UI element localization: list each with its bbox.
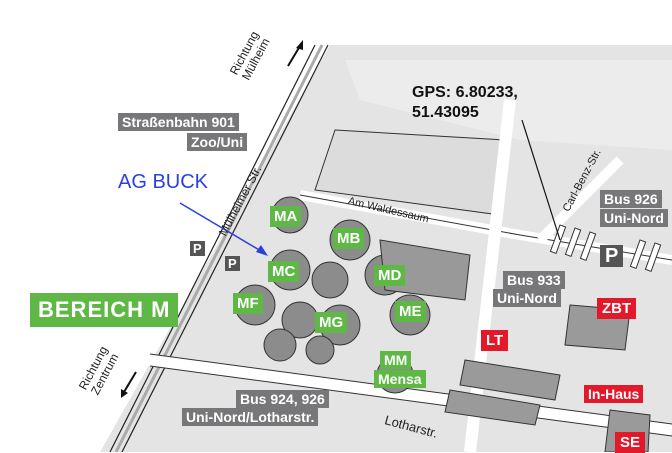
area-label: BEREICH M bbox=[30, 293, 179, 327]
ag-buck-arrow bbox=[179, 202, 267, 255]
building-md[interactable]: MD bbox=[374, 265, 406, 286]
road-edge bbox=[109, 44, 316, 452]
ag-buck-label: AG BUCK bbox=[118, 171, 209, 193]
building-se[interactable]: SE bbox=[615, 432, 646, 453]
tram-stop-line1: Straßenbahn 901 bbox=[118, 113, 239, 131]
bus933-line1: Bus 933 bbox=[503, 271, 565, 289]
parking-icon: P bbox=[190, 241, 205, 256]
building-in-haus[interactable]: In-Haus bbox=[584, 385, 644, 403]
arrow-south-icon bbox=[123, 371, 137, 393]
bus924-line1: Bus 924, 926 bbox=[236, 390, 329, 408]
parking-icon: P bbox=[225, 256, 240, 271]
building-mm[interactable]: MM bbox=[380, 351, 412, 369]
bus926-line1: Bus 926 bbox=[600, 190, 662, 208]
gps-pointer-line bbox=[521, 119, 561, 241]
building-ma[interactable]: MA bbox=[270, 206, 302, 227]
gps-line1: GPS: 6.80233, bbox=[412, 84, 518, 101]
building-mc[interactable]: MC bbox=[268, 261, 300, 282]
building-mensa[interactable]: Mensa bbox=[374, 370, 426, 388]
gps-line2: 51.43095 bbox=[412, 104, 479, 121]
crosswalk bbox=[549, 224, 662, 273]
bus924-line2: Uni-Nord/Lotharstr. bbox=[182, 408, 319, 426]
bus926-line2: Uni-Nord bbox=[600, 209, 668, 227]
building-mg[interactable]: MG bbox=[315, 312, 348, 333]
building-mb[interactable]: MB bbox=[333, 228, 365, 249]
building-me[interactable]: ME bbox=[395, 301, 426, 322]
building-mf[interactable]: MF bbox=[233, 293, 263, 314]
parking-icon: P bbox=[600, 245, 624, 267]
building-lt[interactable]: LT bbox=[481, 330, 509, 351]
arrow-north-icon bbox=[287, 45, 301, 67]
white-top bbox=[330, 0, 672, 45]
building-zbt[interactable]: ZBT bbox=[597, 298, 637, 319]
bus933-line2: Uni-Nord bbox=[493, 289, 561, 307]
tram-stop-line2: Zoo/Uni bbox=[187, 133, 248, 151]
